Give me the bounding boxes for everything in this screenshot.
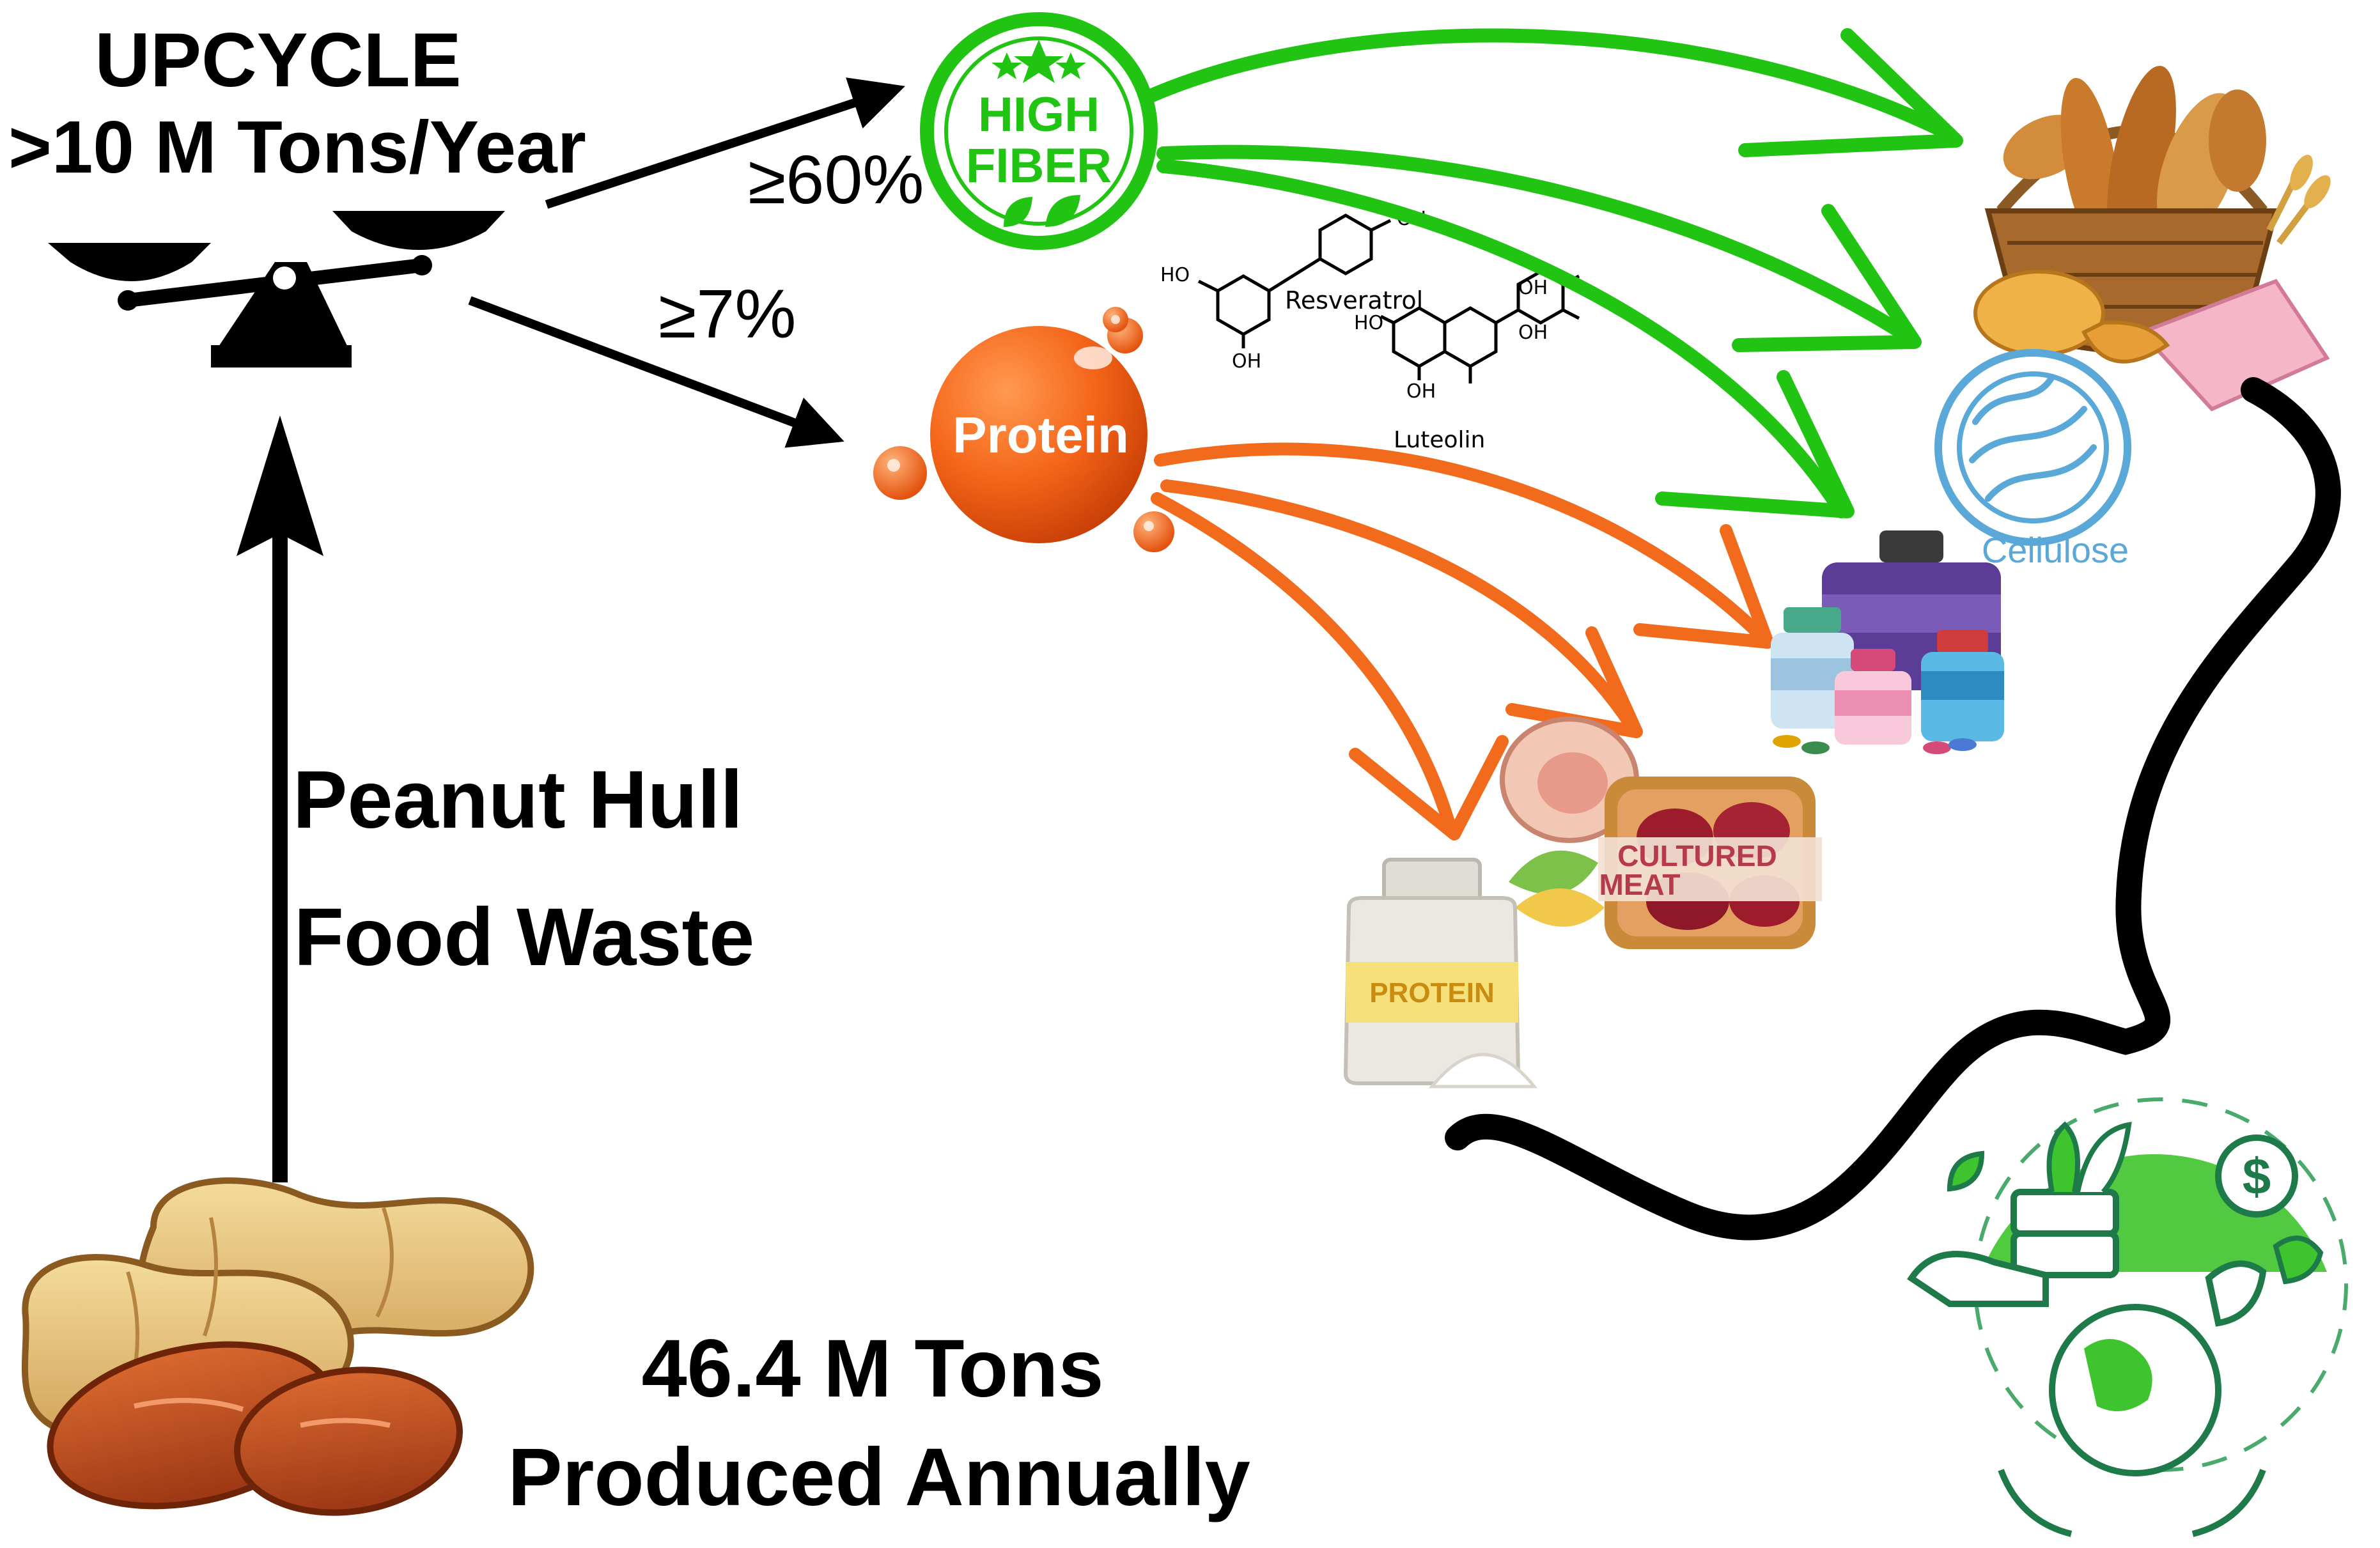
curly-brace [1445,377,2341,1241]
upcycle-title: UPCYCLE [95,17,461,103]
fiber-share-label: ≥60% [748,141,924,218]
protein-jar-label: PROTEIN [1369,977,1495,1009]
upcycle-amount: >10 M Tons/Year [8,105,586,189]
cultured-meat-line1: CULTURED [1617,839,1777,872]
luteolin-label: Luteolin [1394,427,1485,453]
protein-share-label: ≥7% [658,275,796,352]
sustainability-icon: $ [1907,1097,2348,1537]
peanut-icon [21,1177,534,1516]
resveratrol-molecule-icon [1197,213,1392,348]
supplement-bottles-icon [1771,530,2004,754]
fiber-badge-line1: HIGH [978,88,1100,142]
protein-powder-jar-icon: PROTEIN [1343,858,1538,1088]
production-amount: 46.4 M Tons [641,1323,1103,1414]
luteolin-oh-top: OH [1518,277,1548,299]
money-symbol: $ [2243,1148,2271,1205]
high-fiber-badge-icon: HIGH FIBER [920,12,1158,250]
production-caption: Produced Annually [508,1432,1250,1523]
bread-basket-icon [1973,65,2331,412]
arrow-up-head [237,415,323,556]
fiber-arrows [1144,28,1963,518]
resveratrol-oh-bottom: OH [1232,350,1261,373]
luteolin-oh-bottom: OH [1406,380,1436,403]
resveratrol-ho-left: HO [1160,264,1190,286]
cellulose-label: Cellulose [1982,530,2129,570]
luteolin-oh-right: OH [1518,321,1548,344]
cultured-meat-line2: MEAT [1599,868,1681,901]
cultured-meat-icon: CULTURED MEAT [1500,716,1822,949]
balance-scale-icon [48,211,505,368]
source-line2: Food Waste [294,892,755,983]
protein-arrows [1151,442,1774,840]
resveratrol-label: Resveratrol [1285,286,1423,314]
arrow-to-fiber [545,77,905,209]
source-line1: Peanut Hull [293,754,743,846]
protein-badge-label: Protein [953,406,1129,463]
fiber-badge-line2: FIBER [966,139,1112,193]
protein-bubble-icon: Protein [873,307,1174,552]
luteolin-ho-left: HO [1354,312,1383,334]
cellulose-icon: Cellulose [1934,349,2131,570]
arrow-to-protein [468,296,844,448]
